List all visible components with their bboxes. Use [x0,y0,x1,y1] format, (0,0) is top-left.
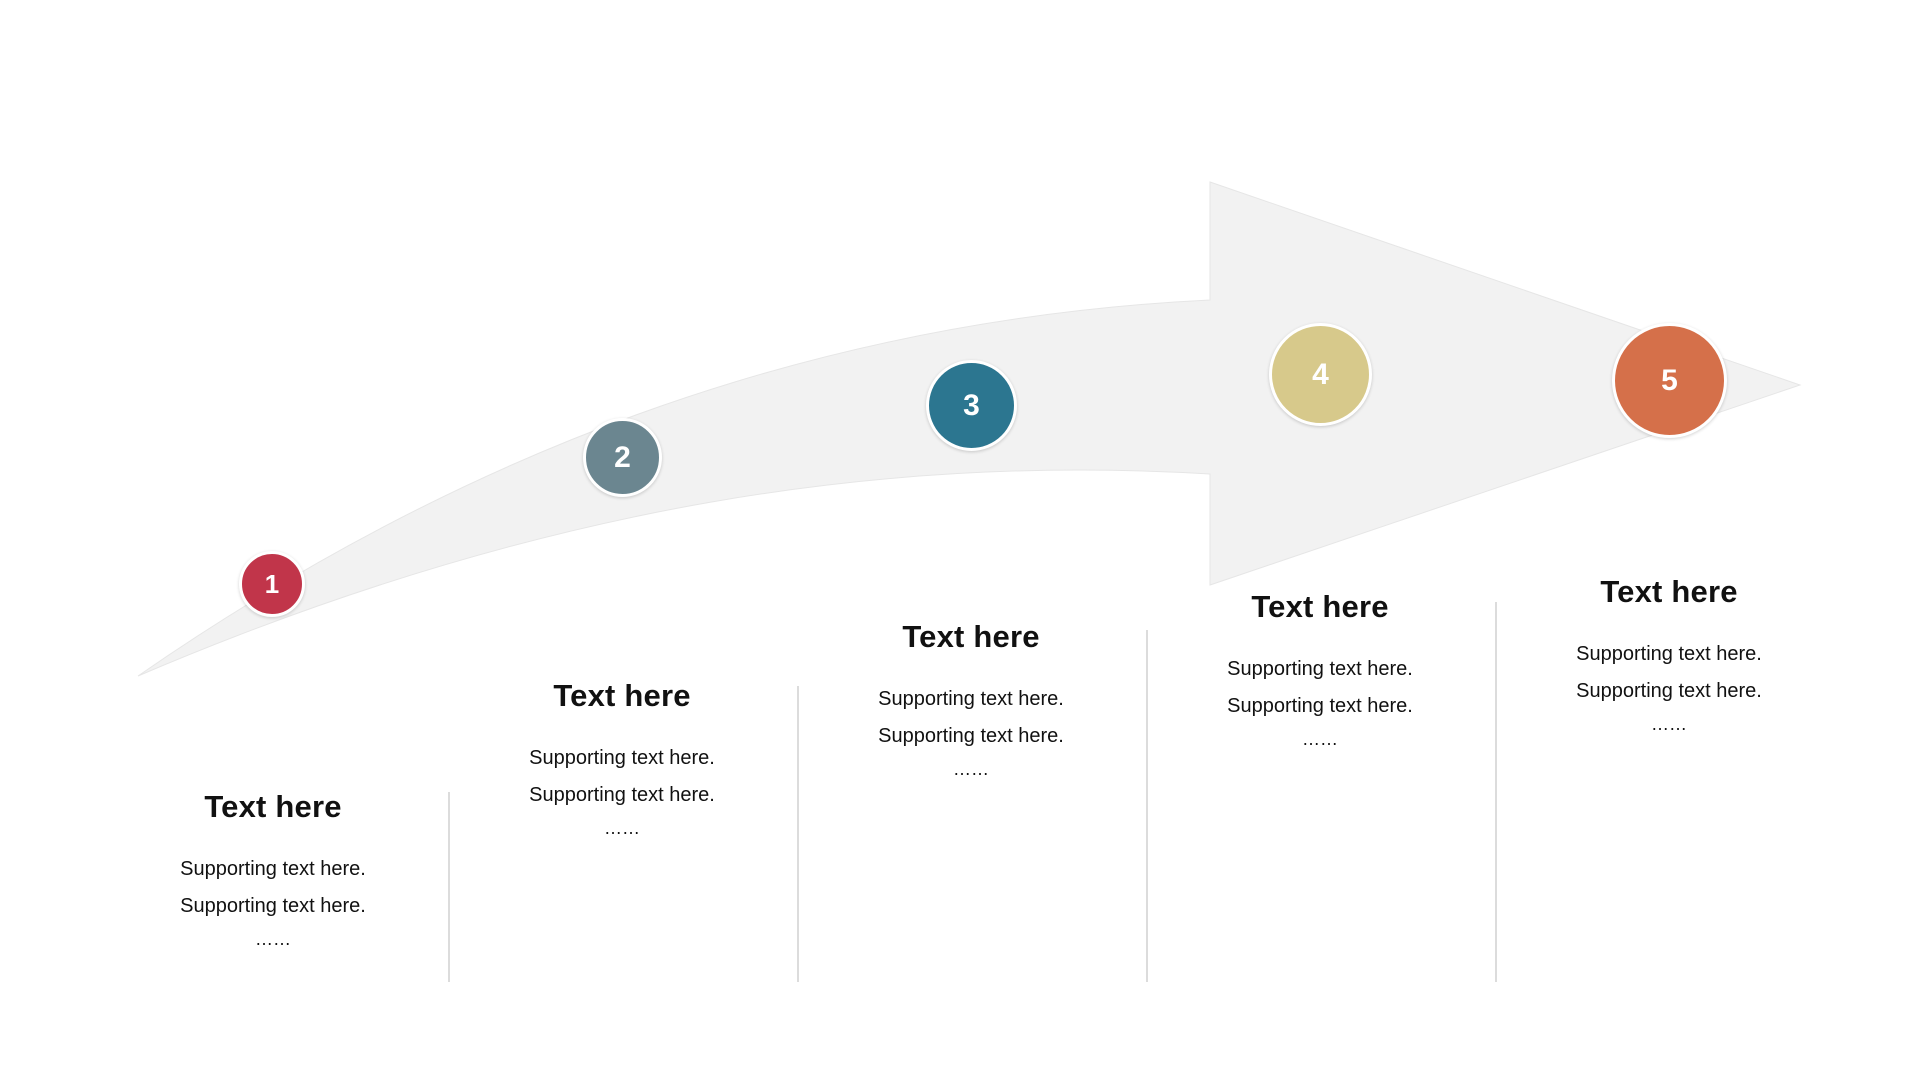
step-4-circle: 4 [1269,323,1372,426]
step-3-title: Text here [902,619,1040,654]
step-4-title: Text here [1251,589,1389,624]
step-1-number: 1 [264,568,280,599]
step-4-number: 4 [1312,357,1329,391]
divider-1 [448,792,450,982]
step-4-line-2: Supporting text here. [1227,695,1413,717]
step-2-line-2: Supporting text here. [529,784,715,806]
step-1-ellipsis: …… [255,929,291,949]
step-1-line-1: Supporting text here. [180,858,366,880]
step-5-circle: 5 [1612,323,1727,438]
divider-3 [1146,630,1148,982]
step-2-number: 2 [614,440,631,474]
step-5-line-2: Supporting text here. [1576,680,1762,702]
step-1-circle: 1 [239,551,305,617]
step-5-title: Text here [1600,574,1738,609]
step-4-ellipsis: …… [1302,729,1338,749]
step-3-number: 3 [963,388,980,422]
step-3-line-2: Supporting text here. [878,725,1064,747]
step-1-block: Text here Supporting text here. Supporti… [108,789,438,953]
divider-4 [1495,602,1497,982]
step-2-ellipsis: …… [604,818,640,838]
step-4-line-1: Supporting text here. [1227,658,1413,680]
step-2-line-1: Supporting text here. [529,747,715,769]
step-1-line-2: Supporting text here. [180,895,366,917]
divider-2 [797,686,799,982]
step-3-ellipsis: …… [953,759,989,779]
step-5-block: Text here Supporting text here. Supporti… [1504,574,1834,738]
step-2-block: Text here Supporting text here. Supporti… [457,678,787,842]
step-2-title: Text here [553,678,691,713]
step-5-line-1: Supporting text here. [1576,643,1762,665]
step-4-block: Text here Supporting text here. Supporti… [1155,589,1485,753]
step-3-block: Text here Supporting text here. Supporti… [806,619,1136,783]
step-5-number: 5 [1661,363,1678,397]
step-1-title: Text here [204,789,342,824]
step-5-ellipsis: …… [1651,714,1687,734]
step-3-line-1: Supporting text here. [878,688,1064,710]
step-3-circle: 3 [926,360,1017,451]
step-2-circle: 2 [583,418,662,497]
